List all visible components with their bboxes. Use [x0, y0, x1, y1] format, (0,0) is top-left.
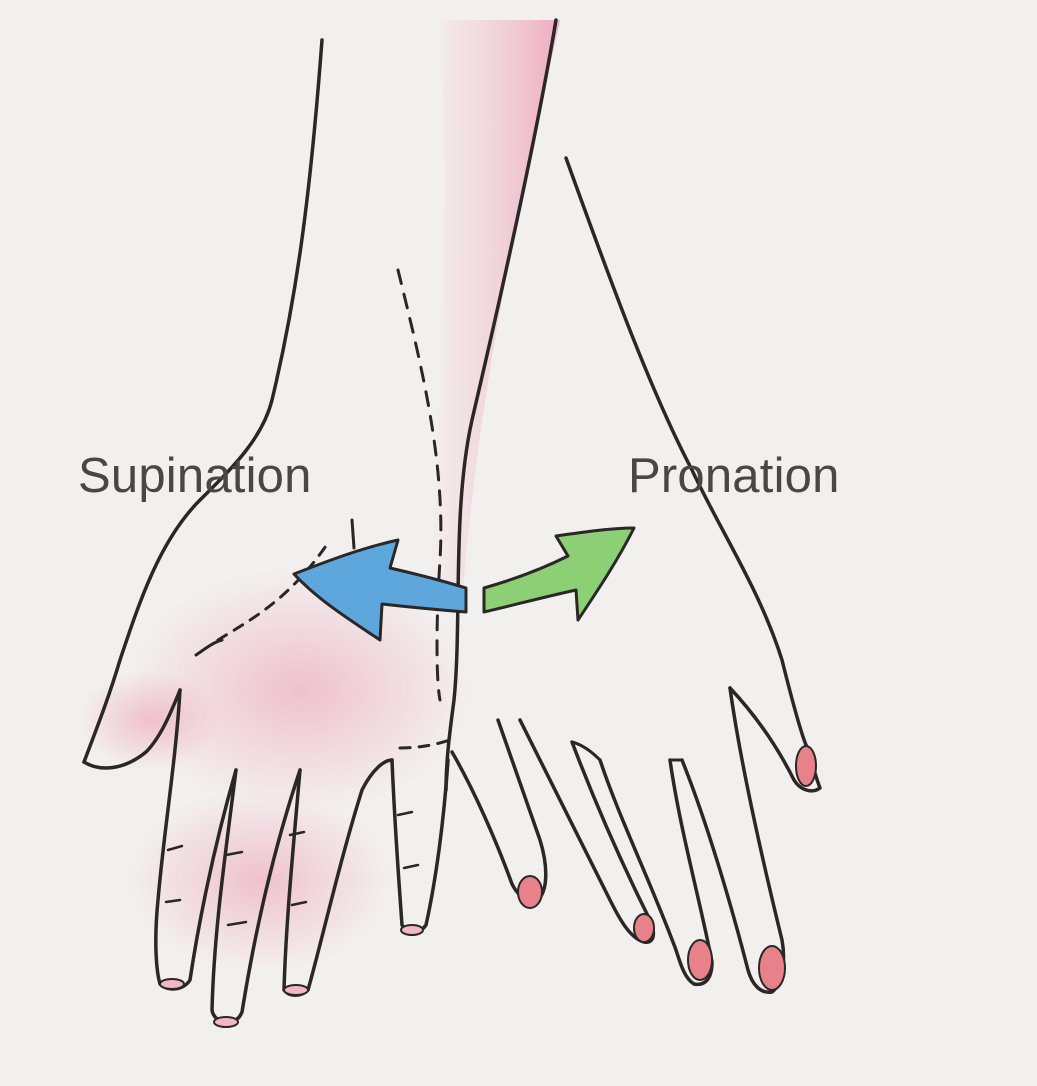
nail-little [796, 746, 816, 786]
pronation-label: Pronation [628, 452, 840, 501]
nail-index [634, 914, 654, 942]
nail-supinated-little [401, 925, 423, 935]
nail-middle [688, 940, 712, 980]
wrist-mark-1 [352, 520, 354, 548]
supination-label: Supination [78, 452, 312, 501]
nail-ring [759, 946, 785, 990]
fingers-shading [130, 790, 390, 970]
nail-supinated-index [160, 979, 184, 989]
nail-supinated-ring [284, 985, 308, 995]
nail-supinated-middle [214, 1017, 238, 1027]
nail-thumb [518, 876, 542, 908]
